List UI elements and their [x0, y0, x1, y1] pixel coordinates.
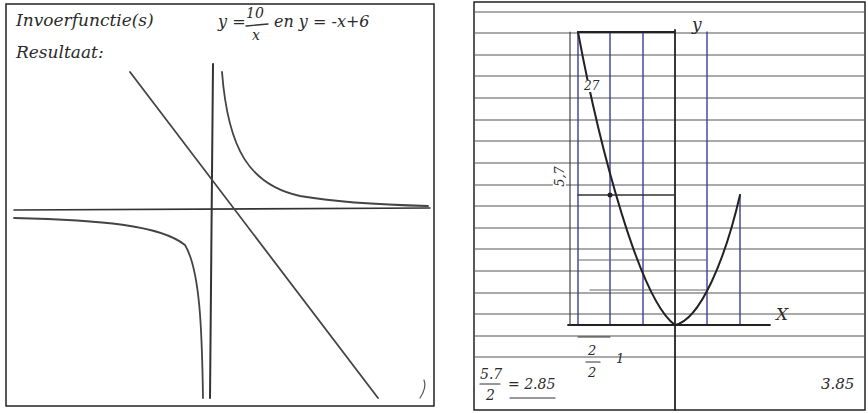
equation-part: en y = -x+6 [274, 14, 370, 30]
x-axis [568, 324, 770, 326]
y-axis [210, 64, 213, 398]
parabola [578, 32, 740, 325]
x-axis [14, 208, 430, 210]
fraction-bar [246, 24, 268, 26]
graph-panel [6, 4, 434, 406]
result-value: 3.85 [820, 377, 855, 392]
fraction-denominator: 2 [588, 366, 596, 379]
axis-label: X [776, 306, 788, 323]
paper-border [474, 2, 865, 410]
panel-border [6, 4, 434, 406]
result-value: = 2.85 [508, 377, 555, 391]
fraction-numerator: 5.7 [480, 367, 502, 381]
level-line [578, 194, 675, 195]
grid-verticals [578, 32, 740, 325]
fraction-denominator: x [252, 28, 260, 42]
hyperbola-branch [222, 72, 428, 206]
value-label: 1 [616, 352, 624, 365]
ruled-lines [475, 12, 864, 357]
fraction-bar [480, 383, 500, 384]
grid-paper [474, 2, 865, 410]
width-marker [578, 336, 610, 337]
underline [510, 397, 555, 398]
level-line [590, 290, 707, 291]
axis-label: y [692, 16, 702, 33]
pencil-mark [420, 380, 425, 398]
panel-heading: Invoerfunctie(s) [16, 12, 154, 29]
fraction-bar [586, 361, 600, 362]
height-marker [569, 32, 570, 325]
value-label: 27 [583, 80, 600, 92]
level-line [578, 260, 707, 261]
fraction-numerator: 10 [246, 6, 264, 20]
top-level-line [578, 31, 675, 33]
y-axis [674, 30, 676, 410]
equation-part: y = [218, 14, 246, 30]
panel-heading: Resultaat: [16, 44, 104, 61]
fraction-numerator: 2 [588, 344, 596, 357]
fraction-denominator: 2 [486, 388, 495, 402]
hyperbola-branch [14, 218, 203, 398]
value-label: 5,7 [553, 165, 566, 188]
point [608, 193, 613, 198]
